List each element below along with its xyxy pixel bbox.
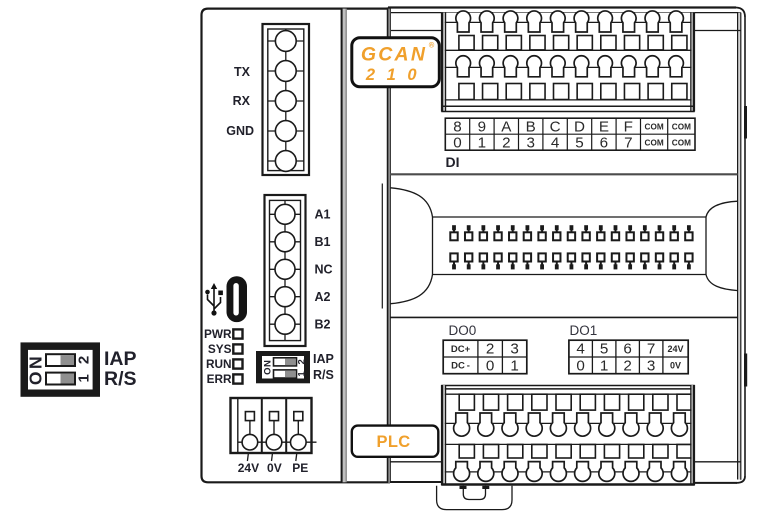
svg-text:24V: 24V	[667, 344, 683, 354]
svg-text:5: 5	[575, 134, 583, 151]
svg-text:ON: ON	[262, 360, 273, 375]
svg-text:PLC: PLC	[377, 433, 411, 451]
svg-text:1: 1	[76, 374, 93, 382]
svg-text:1: 1	[600, 357, 608, 374]
svg-text:COM: COM	[645, 123, 664, 132]
svg-text:RUN: RUN	[206, 357, 232, 371]
svg-text:2 1 0: 2 1 0	[365, 66, 420, 84]
svg-text:B: B	[526, 118, 536, 135]
svg-text:6: 6	[600, 134, 608, 151]
svg-text:GCAN: GCAN	[361, 44, 427, 66]
svg-text:1: 1	[510, 357, 518, 374]
svg-text:COM: COM	[672, 139, 691, 148]
svg-text:7: 7	[624, 134, 632, 151]
svg-text:0V: 0V	[267, 461, 282, 475]
svg-text:IAP: IAP	[104, 348, 137, 370]
svg-text:NC: NC	[315, 263, 333, 277]
svg-text:4: 4	[551, 134, 559, 151]
svg-text:0: 0	[486, 357, 494, 374]
svg-text:B2: B2	[315, 318, 331, 332]
svg-text:2: 2	[623, 357, 631, 374]
svg-text:6: 6	[623, 341, 631, 358]
svg-text:IAP: IAP	[313, 352, 334, 366]
svg-text:ERR: ERR	[207, 372, 232, 386]
svg-text:A2: A2	[315, 290, 331, 304]
svg-text:DO0: DO0	[449, 323, 477, 338]
svg-text:R/S: R/S	[313, 368, 334, 382]
svg-text:®: ®	[429, 40, 435, 49]
svg-text:3: 3	[647, 357, 655, 374]
svg-text:3: 3	[526, 134, 534, 151]
svg-text:4: 4	[576, 341, 584, 358]
svg-text:A1: A1	[315, 208, 331, 222]
svg-text:5: 5	[600, 341, 608, 358]
svg-text:9: 9	[478, 118, 486, 135]
svg-text:D: D	[574, 118, 585, 135]
svg-text:2: 2	[76, 356, 93, 364]
svg-text:C: C	[550, 118, 561, 135]
svg-text:TX: TX	[234, 65, 251, 79]
svg-text:F: F	[624, 118, 633, 135]
svg-text:COM: COM	[645, 139, 664, 148]
svg-text:2: 2	[297, 359, 308, 364]
svg-text:2: 2	[502, 134, 510, 151]
svg-text:A: A	[501, 118, 512, 135]
svg-text:B1: B1	[315, 235, 331, 249]
svg-text:DO1: DO1	[570, 323, 598, 338]
svg-text:24V: 24V	[238, 461, 259, 475]
svg-text:RX: RX	[233, 94, 251, 108]
svg-text:GND: GND	[226, 124, 254, 138]
svg-text:DC+: DC+	[451, 344, 471, 355]
svg-text:ON: ON	[26, 354, 46, 385]
svg-text:COM: COM	[672, 123, 691, 132]
svg-text:0: 0	[576, 357, 584, 374]
svg-text:7: 7	[647, 341, 655, 358]
svg-text:DI: DI	[446, 154, 460, 170]
svg-text:3: 3	[510, 341, 518, 358]
svg-text:PWR: PWR	[204, 327, 232, 341]
svg-text:DC -: DC -	[451, 361, 470, 372]
svg-text:PE: PE	[292, 461, 308, 475]
svg-text:0V: 0V	[670, 361, 681, 371]
svg-text:1: 1	[297, 371, 308, 377]
svg-text:8: 8	[453, 118, 461, 135]
svg-text:E: E	[599, 118, 609, 135]
svg-text:SYS: SYS	[208, 342, 232, 356]
svg-text:1: 1	[478, 134, 486, 151]
svg-text:0: 0	[453, 134, 461, 151]
svg-text:R/S: R/S	[104, 368, 137, 390]
svg-text:2: 2	[486, 341, 494, 358]
